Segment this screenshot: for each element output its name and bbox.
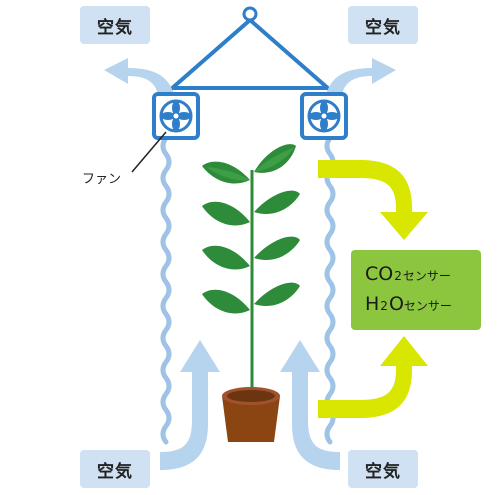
air-label-top-left: 空気 (80, 6, 150, 44)
air-in-left-arrow (160, 340, 220, 470)
air-out-arrows (104, 58, 396, 112)
hanger-ring (242, 6, 258, 22)
air-in-right-arrow (280, 340, 340, 470)
h2o-chem-a: H (365, 293, 380, 315)
pot-icon (222, 387, 280, 442)
co2-chem-sub: 2 (394, 269, 402, 283)
co2-chem-a: CO (365, 263, 394, 285)
air-in-arrows (160, 340, 340, 470)
air-label-bottom-right: 空気 (348, 450, 418, 488)
h2o-chem-sub: 2 (380, 299, 388, 313)
flow-from-sensor-arrow (318, 336, 428, 418)
fan-label: ファン (82, 172, 122, 187)
fan-right-icon (300, 92, 348, 140)
hanger-frame (168, 6, 332, 92)
fan-left-icon (152, 92, 200, 140)
air-label-bottom-left: 空気 (80, 450, 150, 488)
left-wall (160, 135, 172, 445)
air-out-right-arrow (324, 58, 396, 112)
air-out-left-arrow (104, 58, 176, 112)
sample-flow-arrows (318, 160, 428, 418)
plant-icon (202, 144, 300, 392)
flow-to-sensor-arrow (318, 160, 428, 240)
chamber-walls (160, 135, 336, 445)
h2o-chem-b: O (388, 293, 404, 315)
h2o-suffix: センサー (403, 299, 452, 313)
fan-pointer-line (131, 131, 167, 173)
right-wall (324, 135, 336, 445)
air-label-top-right: 空気 (348, 6, 418, 44)
co2-suffix: センサー (402, 269, 451, 283)
